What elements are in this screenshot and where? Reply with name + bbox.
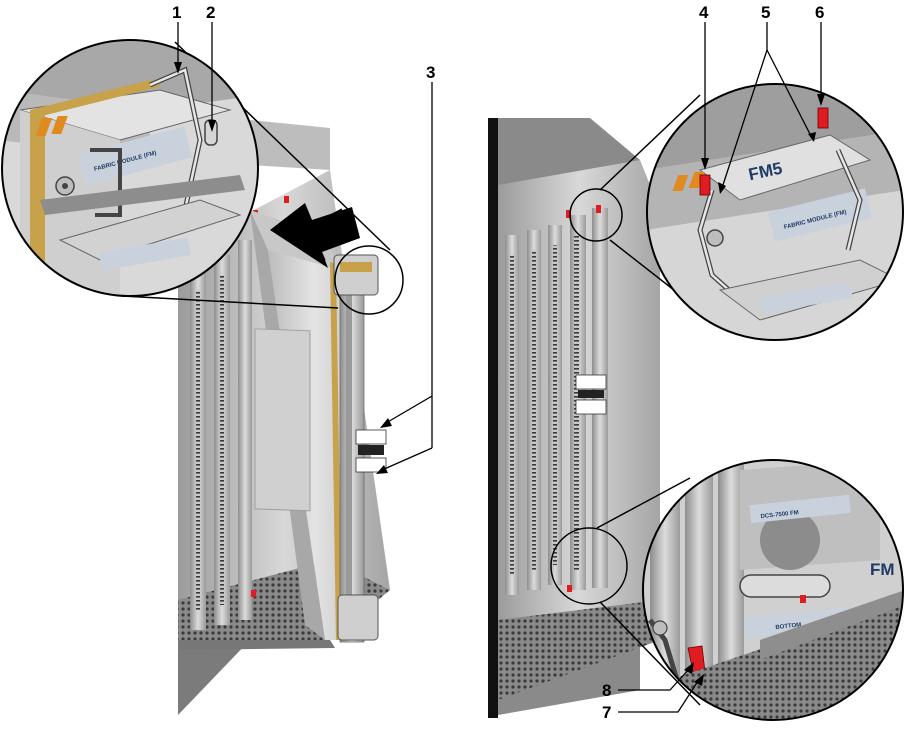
callout-8: 8 <box>602 681 611 700</box>
right-chassis-view <box>488 118 660 718</box>
callout-2: 2 <box>206 3 215 22</box>
fabric-module-being-inserted <box>250 210 387 643</box>
svg-text:DCS-7500 FM: DCS-7500 FM <box>760 510 799 520</box>
callout-3: 3 <box>426 63 435 82</box>
svg-text:BOTTOM: BOTTOM <box>775 622 801 631</box>
right-vent-mesh <box>498 600 660 700</box>
insertion-arrow-icon <box>270 203 360 268</box>
module-gold-stripe <box>330 262 342 640</box>
zoom-callout-bottom-handle: DCS-7500 FM BOTTOM FM <box>596 459 904 721</box>
left-chassis-view <box>178 120 390 715</box>
callout-4: 4 <box>699 3 709 22</box>
zoom-bottom-slot-label: FM <box>870 560 895 579</box>
callout-1: 1 <box>172 3 181 22</box>
left-slot-rails <box>190 240 252 630</box>
callout-7: 7 <box>602 703 611 722</box>
callout-numbers: 1 2 3 4 5 6 7 8 <box>172 3 824 722</box>
callout-5: 5 <box>761 3 770 22</box>
zoom-red-indicator-6 <box>817 107 829 129</box>
zoom-callout-installed-handle: FM5 FABRIC MODULE (FM) <box>599 83 904 341</box>
zoom-callout-module-handle: FABRIC MODULE (FM) <box>1 39 404 315</box>
callout-6: 6 <box>815 3 824 22</box>
zoom-red-indicator-4 <box>699 174 711 196</box>
callout-leaders <box>174 22 825 713</box>
